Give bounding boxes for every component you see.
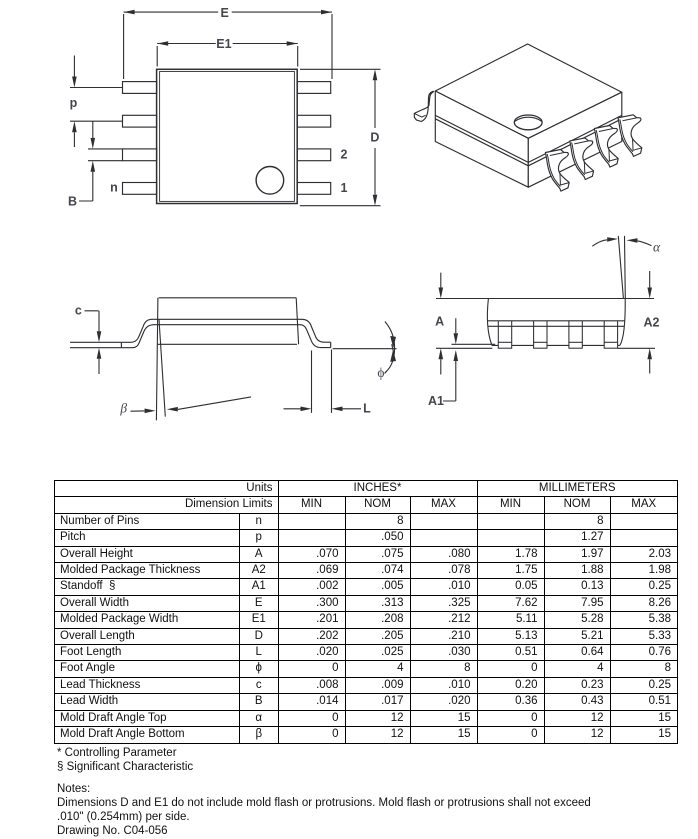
svg-text:c: c	[75, 303, 82, 317]
svg-text:E1: E1	[216, 37, 231, 51]
svg-text:A1: A1	[428, 394, 444, 408]
svg-text:B: B	[68, 195, 77, 209]
svg-text:β: β	[119, 401, 127, 416]
svg-text:1: 1	[341, 181, 348, 195]
svg-text:n: n	[110, 181, 118, 195]
svg-text:2: 2	[341, 148, 348, 162]
svg-text:E: E	[221, 6, 229, 20]
svg-text:A: A	[435, 315, 444, 329]
svg-text:p: p	[70, 96, 78, 110]
svg-text:D: D	[370, 131, 379, 145]
svg-text:ϕ: ϕ	[377, 365, 384, 380]
svg-text:L: L	[363, 402, 371, 416]
svg-text:α: α	[653, 240, 661, 255]
svg-text:A2: A2	[644, 316, 660, 330]
